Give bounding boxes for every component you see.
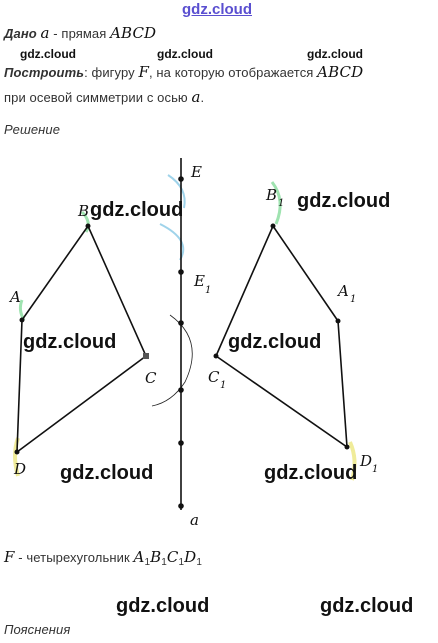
point-axis-1 [178, 320, 184, 326]
watermark-top: gdz.cloud [182, 1, 252, 18]
watermark-big-6: gdz.cloud [264, 462, 358, 484]
label-b1: B [265, 186, 277, 204]
arc-blue-mid [159, 223, 185, 261]
label-a: A [8, 288, 21, 306]
result-sub-d: 1 [196, 557, 202, 568]
vertex-d [14, 449, 20, 455]
arc-c-mirror [151, 314, 193, 407]
result-letter-c: C [166, 548, 179, 566]
task-F: F [138, 63, 149, 81]
vertex-b [85, 223, 91, 229]
point-axis-2 [178, 387, 184, 393]
watermark-big-4: gdz.cloud [228, 331, 322, 353]
given-text: - прямая [49, 26, 111, 41]
point-axis-end [178, 503, 184, 509]
watermark-big-7: gdz.cloud [116, 595, 210, 617]
label-e1-sub: 1 [205, 285, 211, 296]
vertex-a1 [335, 318, 341, 324]
result-sub-a: 1 [144, 557, 151, 568]
watermark-big-2: gdz.cloud [297, 190, 391, 212]
arc-green-b [80, 210, 90, 233]
task-axis: a [191, 88, 201, 106]
arc-green-b1 [270, 181, 282, 225]
result-F: F [4, 548, 15, 566]
label-e1: E [193, 272, 205, 290]
vertex-a [19, 317, 25, 323]
label-e: E [190, 163, 202, 181]
given-line-symbol: a [40, 24, 50, 42]
point-e [178, 176, 184, 182]
arc-blue-top [167, 174, 186, 209]
result-line: F - четырехугольник A1B1C1D1 [4, 548, 202, 568]
result-sub-b: 1 [161, 557, 167, 568]
result-text: - четырехугольник [14, 550, 134, 565]
watermark-big-1: gdz.cloud [90, 199, 184, 221]
task-text-2: , на которую отображается [148, 65, 318, 80]
label-c1-sub: 1 [220, 380, 226, 391]
result-letter-a: A [133, 548, 145, 566]
watermark-small-2: gdz.cloud [157, 47, 213, 61]
label-a1: A [336, 282, 349, 300]
label-d1: D [359, 452, 372, 470]
given-figure: ABCD [110, 24, 157, 42]
vertex-b1 [270, 223, 276, 229]
result-letter-b: B [150, 548, 162, 566]
watermark-big-5: gdz.cloud [60, 462, 154, 484]
label-axis-a: a [190, 511, 199, 529]
task-line-1: Построить: фигуру F, на которую отобража… [4, 63, 363, 81]
task-text-3: при осевой симметрии с осью [4, 90, 192, 105]
symmetry-figure: E E 1 a A B C D A 1 B 1 C 1 D 1 [8, 158, 378, 529]
vertex-c [143, 353, 149, 359]
label-d1-sub: 1 [372, 464, 378, 475]
watermark-small-3: gdz.cloud [307, 47, 363, 61]
arc-yellow-d1 [348, 441, 357, 481]
label-d: D [13, 460, 26, 478]
label-a1-sub: 1 [350, 294, 356, 305]
watermark-big-8: gdz.cloud [320, 595, 414, 617]
task-figure: ABCD [317, 63, 364, 81]
task-line-2: при осевой симметрии с осью a. [4, 88, 204, 106]
point-e1 [178, 269, 184, 275]
given-line: Дано a - прямая ABCD [4, 24, 156, 42]
vertex-c1 [213, 353, 219, 359]
label-b1-sub: 1 [278, 198, 284, 209]
result-letter-d: D [184, 548, 197, 566]
label-b: B [77, 202, 89, 220]
vertex-d1 [344, 444, 350, 450]
result-sub-c: 1 [178, 557, 185, 568]
solution-title: Решение [4, 122, 61, 137]
point-axis-3 [178, 440, 184, 446]
task-text-1: : фигуру [84, 65, 139, 80]
explanations-title: Пояснения [4, 622, 71, 637]
task-end: . [200, 90, 205, 105]
watermark-small-1: gdz.cloud [20, 47, 76, 61]
task-label: Построить [4, 65, 85, 80]
label-c1: C [208, 368, 220, 386]
label-c: C [145, 369, 157, 387]
given-label: Дано [4, 26, 37, 41]
watermark-big-3: gdz.cloud [23, 331, 117, 353]
